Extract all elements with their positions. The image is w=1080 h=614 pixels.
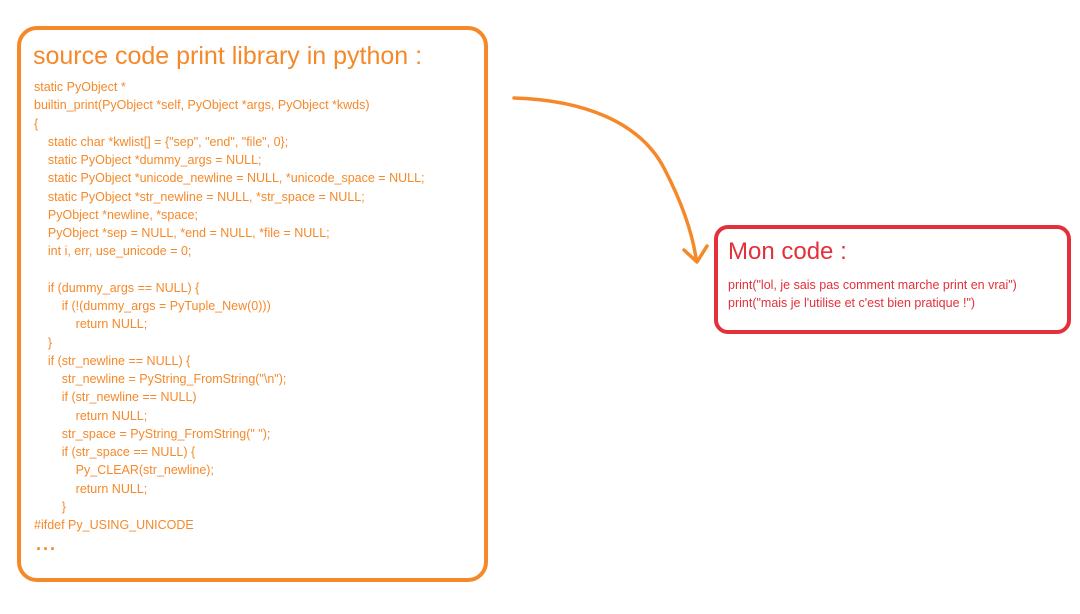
my-code-line: print("lol, je sais pas comment marche p… — [728, 278, 1017, 292]
code-line: return NULL; — [34, 481, 148, 496]
code-line: } — [34, 499, 66, 514]
source-code-title: source code print library in python : — [33, 42, 423, 70]
code-line: static PyObject *dummy_args = NULL; — [34, 153, 262, 167]
code-line: return NULL; — [34, 408, 148, 423]
code-line: { — [34, 116, 39, 131]
code-line: str_newline = PyString_FromString("\n"); — [34, 372, 287, 386]
code-line: str_space = PyString_FromString(" "); — [34, 426, 271, 441]
my-code-title: Mon code : — [728, 238, 847, 265]
code-line: if (str_space == NULL) { — [34, 445, 196, 459]
code-line: Py_CLEAR(str_newline); — [34, 463, 214, 478]
code-line: return NULL; — [34, 317, 148, 332]
code-line: if (dummy_args == NULL) { — [34, 280, 200, 295]
code-line: PyObject *sep = NULL, *end = NULL, *file… — [34, 226, 330, 240]
code-ellipsis: ... — [36, 534, 58, 554]
code-line: static char *kwlist[] = {"sep", "end", "… — [34, 134, 289, 149]
code-line: static PyObject *unicode_newline = NULL,… — [34, 171, 425, 186]
source-code-panel: source code print library in python : st… — [17, 26, 488, 582]
my-code-panel: Mon code : print("lol, je sais pas comme… — [714, 225, 1071, 334]
my-code-lines: print("lol, je sais pas comment marche p… — [728, 276, 1017, 312]
source-code-lines: static PyObject * builtin_print(PyObject … — [34, 78, 425, 534]
code-line: if (!(dummy_args = PyTuple_New(0))) — [34, 299, 271, 313]
code-line: #ifdef Py_USING_UNICODE — [34, 518, 194, 532]
code-line: int i, err, use_unicode = 0; — [34, 244, 192, 259]
code-line: if (str_newline == NULL) { — [34, 353, 191, 368]
code-line: } — [34, 335, 53, 350]
code-line: PyObject *newline, *space; — [34, 207, 198, 222]
code-line: static PyObject * — [34, 80, 126, 94]
code-line: static PyObject *str_newline = NULL, *st… — [34, 189, 365, 204]
code-line: if (str_newline == NULL) — [34, 390, 197, 405]
my-code-line: print("mais je l'utilise et c'est bien p… — [728, 296, 976, 310]
code-line — [34, 261, 425, 279]
code-line: builtin_print(PyObject *self, PyObject *… — [34, 98, 370, 113]
